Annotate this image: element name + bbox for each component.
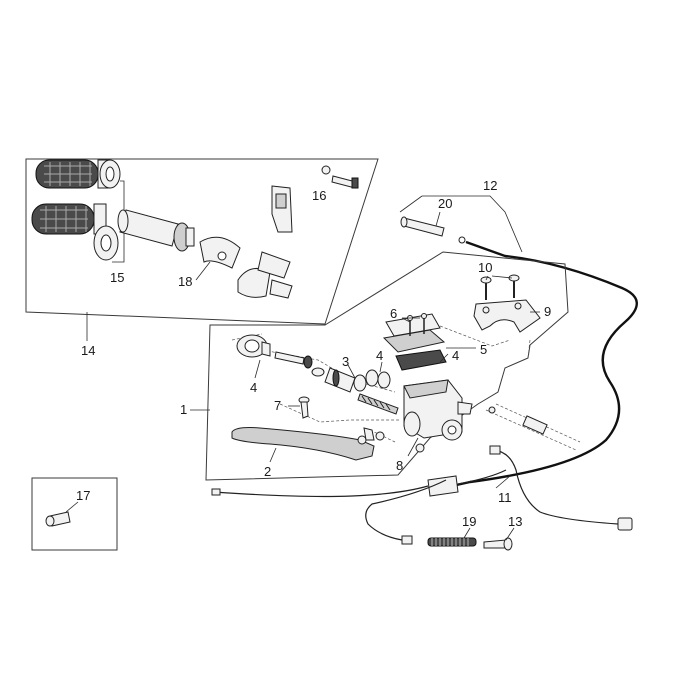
callout-20: 20	[438, 196, 452, 211]
callout-4-left: 4	[250, 380, 257, 395]
callout-1: 1	[180, 402, 187, 417]
throttle-housing	[199, 236, 293, 299]
clutch-lever	[231, 427, 385, 461]
screw-16	[321, 165, 359, 189]
callout-17: 17	[76, 488, 90, 503]
pivot-screw	[298, 396, 310, 419]
part-17	[45, 511, 71, 527]
screw-13	[483, 537, 513, 551]
grommet-20	[400, 216, 445, 237]
grip-lower	[31, 203, 119, 261]
callout-3: 3	[342, 354, 349, 369]
throttle-bracket	[271, 185, 293, 233]
piston-kit	[236, 334, 399, 415]
clutch-switch-wiring	[211, 445, 633, 545]
callout-4-right: 4	[452, 348, 459, 363]
grip-upper	[35, 159, 121, 189]
callout-16: 16	[312, 188, 326, 203]
callout-11: 11	[498, 490, 512, 505]
callout-10: 10	[478, 260, 492, 275]
master-cylinder-body	[403, 379, 473, 441]
spring-19	[427, 537, 477, 547]
callout-4-upper: 4	[376, 348, 383, 363]
callout-9: 9	[544, 304, 551, 319]
callout-19: 19	[462, 514, 476, 529]
callout-2: 2	[264, 464, 271, 479]
throttle-tube	[117, 209, 195, 252]
callout-7: 7	[274, 398, 281, 413]
callout-6: 6	[390, 306, 397, 321]
callout-12: 12	[483, 178, 497, 193]
callout-14: 14	[81, 343, 95, 358]
reservoir-cap	[382, 313, 447, 371]
callout-5: 5	[480, 342, 487, 357]
group-frame-master-cylinder	[205, 251, 569, 481]
group-frame-17	[31, 477, 118, 551]
callout-13: 13	[508, 514, 522, 529]
callout-8: 8	[396, 458, 403, 473]
clutch-cable	[451, 240, 638, 488]
callout-15: 15	[110, 270, 124, 285]
callout-18: 18	[178, 274, 192, 289]
handlebar-clamp	[473, 299, 541, 333]
group-frame-grips	[25, 158, 379, 325]
cable-end-detail	[485, 403, 581, 451]
